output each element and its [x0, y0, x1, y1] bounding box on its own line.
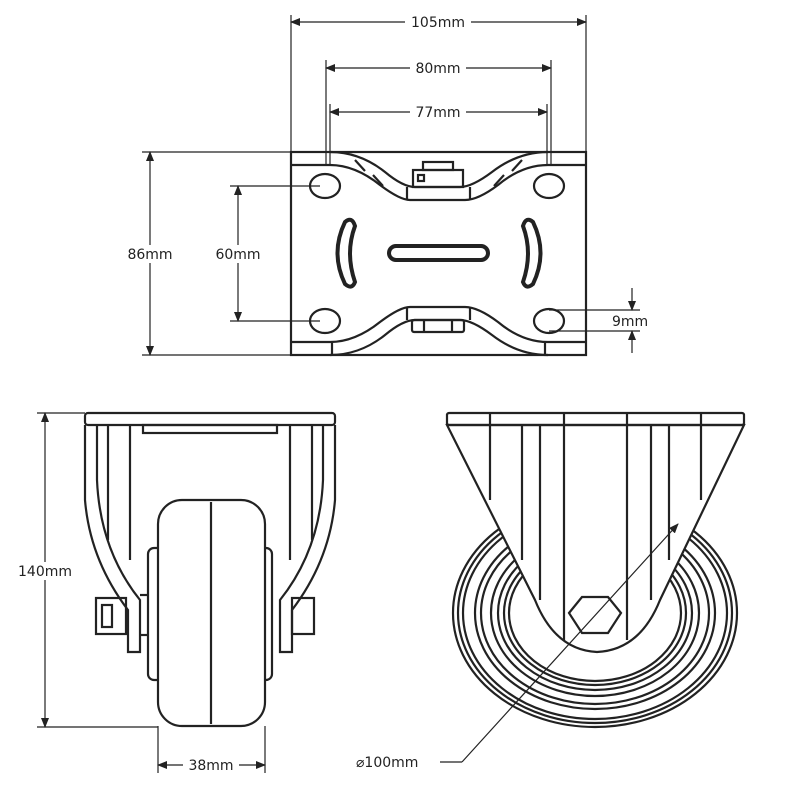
dim-hole-spacing-outer: 80mm [415, 61, 460, 77]
top-plate-view [289, 150, 588, 357]
curved-slot [520, 217, 543, 289]
dim-hole-diameter: 9mm [612, 314, 648, 330]
dim-plate-depth: 86mm [127, 247, 172, 263]
side-dimensions: 140mm 38mm [12, 412, 266, 774]
dim-hole-spacing-inner: 77mm [415, 105, 460, 121]
center-slot [387, 244, 490, 262]
dim-overall-width: 105mm [411, 15, 465, 31]
dim-total-height: 140mm [18, 564, 72, 580]
dim-wheel-width: 38mm [188, 758, 233, 774]
side-view [83, 411, 337, 728]
curved-slot [335, 217, 358, 289]
mount-hole [532, 172, 566, 200]
dim-hole-spacing-depth: 60mm [215, 247, 260, 263]
mount-hole [532, 307, 566, 335]
front-view: ⌀100mm [356, 411, 746, 771]
dim-wheel-diameter: ⌀100mm [356, 755, 418, 771]
top-dimensions: 105mm 80mm 77mm 86mm 60mm 9mm [122, 13, 648, 356]
